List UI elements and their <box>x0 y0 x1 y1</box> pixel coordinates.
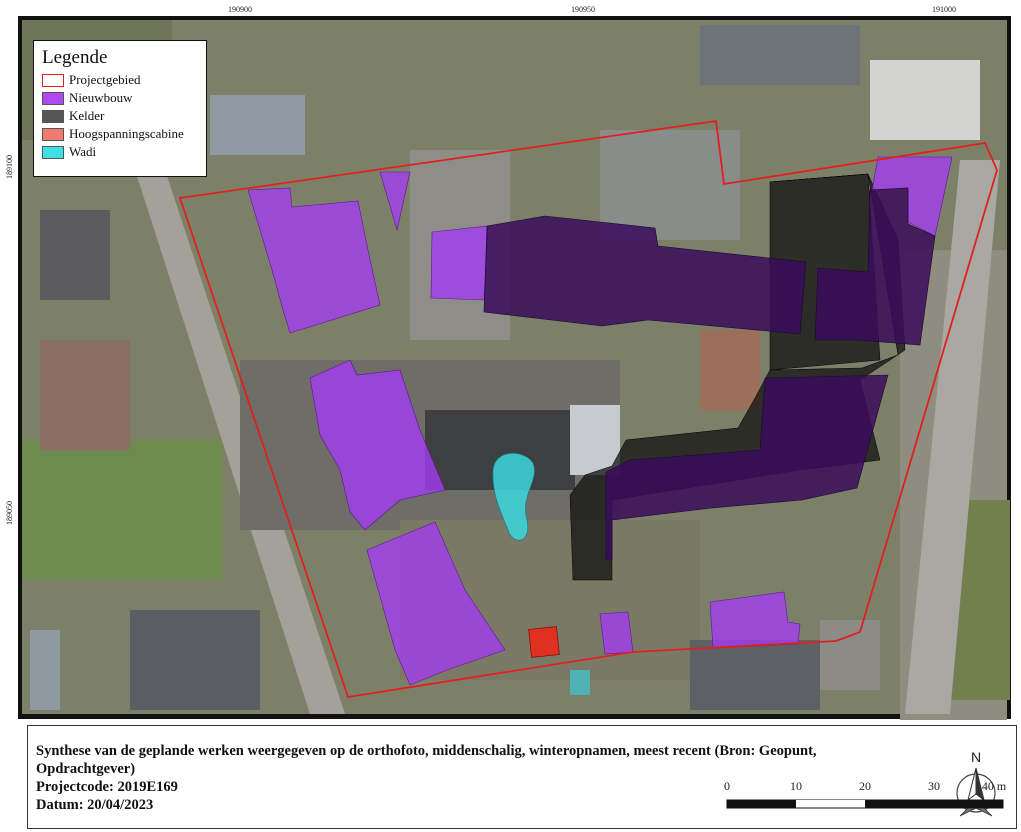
dark-swatch-icon <box>42 109 64 123</box>
red-swatch-icon <box>42 127 64 141</box>
x-tick-top-2: 190950 <box>571 5 595 14</box>
caption-line-3: Projectcode: 2019E169 <box>36 779 178 795</box>
legend-item-kelder: Kelder <box>42 107 200 125</box>
legend-label: Projectgebied <box>69 72 141 87</box>
caption-line-2: Opdrachtgever) <box>36 761 136 777</box>
legend-label: Kelder <box>69 108 105 123</box>
legend-label: Hoogspanningscabine <box>69 126 184 141</box>
caption-line-4: Datum: 20/04/2023 <box>36 797 154 813</box>
north-label: N <box>971 749 981 765</box>
caption: Synthese van de geplande werken weergege… <box>36 742 956 814</box>
legend-item-projectgebied: Projectgebied <box>42 71 200 89</box>
nieuwbouw-op-kelder-overlay <box>483 187 936 561</box>
legend-item-nieuwbouw: Nieuwbouw <box>42 89 200 107</box>
info-panel: Synthese van de geplande werken weergege… <box>27 725 1017 829</box>
scale-label-40: 40 m <box>982 779 1007 793</box>
legend-item-wadi: Wadi <box>42 143 200 161</box>
legend-item-hoogspanningscabine: Hoogspanningscabine <box>42 125 200 143</box>
scale-label-0: 0 <box>724 779 730 793</box>
outline-swatch-icon <box>42 73 64 87</box>
legend-title: Legende <box>42 47 108 68</box>
x-tick-bottom-1: 190900 <box>228 719 252 720</box>
map-frame: 190900 190950 191000 190900 190950 19100… <box>5 5 1011 720</box>
x-tick-top-1: 190900 <box>228 5 252 14</box>
scalebar: N 0 10 20 30 40 m <box>724 749 1007 817</box>
scale-label-20: 20 <box>859 779 871 793</box>
legend-label: Wadi <box>69 144 97 159</box>
nieuwbouw-overlay <box>247 156 953 686</box>
x-tick-bottom-3: 191000 <box>932 719 956 720</box>
hoogspanningscabine-shape <box>528 626 560 658</box>
x-tick-bottom-2: 190950 <box>571 719 595 720</box>
projectgebied-outline <box>178 119 998 699</box>
cyan-swatch-icon <box>42 145 64 159</box>
legend: Legende Projectgebied Nieuwbouw Kelder H… <box>33 40 207 177</box>
scale-label-30: 30 <box>928 779 940 793</box>
wadi-shape <box>492 452 535 541</box>
scale-label-10: 10 <box>790 779 802 793</box>
x-tick-top-3: 191000 <box>932 5 956 14</box>
purple-swatch-icon <box>42 91 64 105</box>
legend-label: Nieuwbouw <box>69 90 133 105</box>
caption-line-1: Synthese van de geplande werken weergege… <box>36 743 817 759</box>
y-tick-left-2: 189050 <box>5 501 14 525</box>
y-tick-left-1: 189100 <box>5 155 14 179</box>
